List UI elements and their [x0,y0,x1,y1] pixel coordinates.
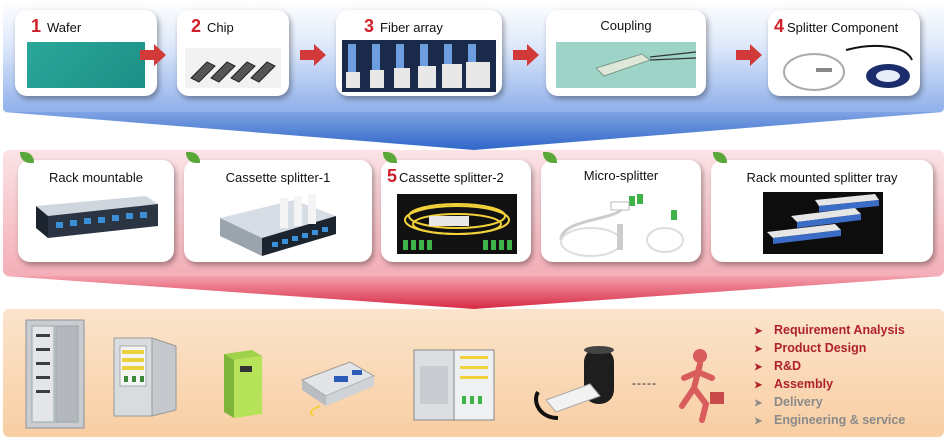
step-number: 3 [364,16,374,36]
step-delivery: ➤ Delivery [754,394,905,412]
cassette-splitter-2-image [397,194,517,254]
chevron-right-icon: ➤ [754,395,764,412]
card-label: Micro-splitter [541,168,701,183]
card-label: Cassette splitter-1 [184,170,372,185]
card-label: Splitter Component [787,20,898,35]
fiber-array-card: 3 Fiber array [336,10,502,96]
card-label: Wafer [47,20,81,35]
chevron-right-icon: ➤ [754,323,764,340]
step-number: 5 [387,166,397,186]
step-label: R&D [774,359,801,373]
cassette-splitter-1-card: Cassette splitter-1 [184,160,372,262]
step-label: Engineering & service [774,413,905,427]
step-number: 2 [191,16,201,36]
splice-closure-image [300,360,376,416]
funnel-arrow-top [0,112,947,150]
wall-mount-box-image [412,346,496,422]
wafer-image [27,42,145,88]
dome-closure-image [530,344,626,426]
micro-splitter-image [551,190,691,260]
card-label: Coupling [546,18,706,33]
step-r-and-d: ➤ R&D [754,358,905,376]
rack-mounted-splitter-tray-card: Rack mounted splitter tray [711,160,933,262]
coupling-image [556,42,696,88]
step-requirement-analysis: ➤ Requirement Analysis [754,322,905,340]
step-label: Product Design [774,341,866,355]
splitter-component-image [776,40,914,94]
rack-mounted-splitter-tray-image [763,192,883,254]
right-arrow-icon [300,44,326,66]
card-label: Cassette splitter-2 [399,170,504,185]
coupling-card: Coupling [546,10,706,96]
chip-image [185,48,281,88]
card-label: Rack mountable [18,170,174,185]
chevron-right-icon: ➤ [754,359,764,376]
micro-splitter-card: Micro-splitter [541,160,701,262]
dashes-connector: ----- [632,376,657,390]
card-label: Fiber array [380,20,443,35]
fiber-array-image [342,40,496,92]
step-engineering-service: ➤ Engineering & service [754,412,905,430]
running-person-icon [676,348,728,424]
right-arrow-icon [140,44,166,66]
service-steps-list: ➤ Requirement Analysis ➤ Product Design ➤ R… [754,322,905,430]
step-number: 4 [774,16,784,36]
funnel-arrow-bottom [0,276,947,309]
step-label: Requirement Analysis [774,323,905,337]
right-arrow-icon [736,44,762,66]
rack-mountable-image [36,196,158,238]
step-assembly: ➤ Assembly [754,376,905,394]
chevron-right-icon: ➤ [754,413,764,430]
outdoor-cabinet-image [112,336,178,418]
chevron-right-icon: ➤ [754,341,764,358]
step-product-design: ➤ Product Design [754,340,905,358]
cassette-splitter-1-image [220,192,336,258]
step-label: Delivery [774,395,823,409]
step-label: Assembly [774,377,833,391]
card-label: Rack mounted splitter tray [711,170,933,185]
wafer-card: 1 Wafer [15,10,157,96]
distribution-box-image [218,348,266,420]
card-label: Chip [207,20,234,35]
odf-cabinet-image [22,318,88,432]
step-number: 1 [31,16,41,36]
chip-card: 2 Chip [177,10,289,96]
rack-mountable-card: Rack mountable [18,160,174,262]
right-arrow-icon [513,44,539,66]
chevron-right-icon: ➤ [754,377,764,394]
